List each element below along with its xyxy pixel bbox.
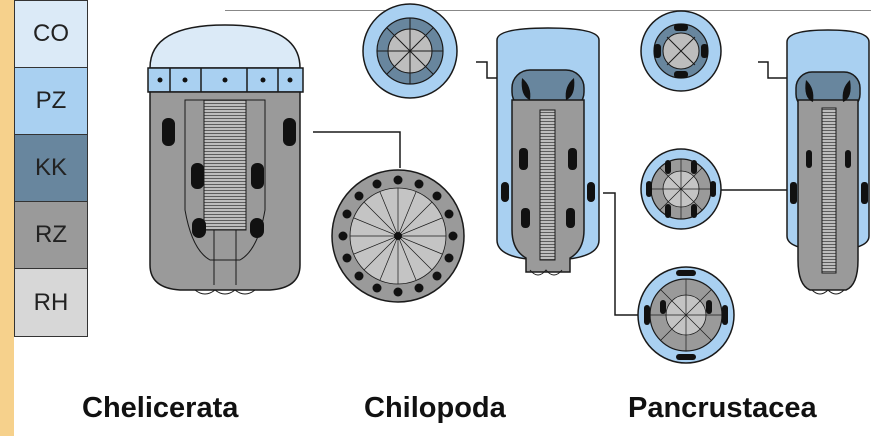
pancrustacea-bottom-section [638,267,734,363]
chelicerata-eye [148,25,303,294]
label-pancrustacea: Pancrustacea [628,392,817,425]
label-chilopoda: Chilopoda [364,392,506,425]
pancrustacea-middle-section [641,149,721,229]
chilopoda-eye [497,28,599,275]
pancrustacea-rhabdom [822,108,836,273]
chilopoda-rhabdom [540,110,555,260]
chelicerata-cornea [150,25,300,68]
chilopoda-top-section [363,4,457,98]
label-chelicerata: Chelicerata [82,392,238,425]
chelicerata-rhabdom [204,100,246,230]
pancrustacea-top-section [641,11,721,91]
pancrustacea-eye [787,30,869,294]
chelicerata-cross-section [332,170,464,302]
